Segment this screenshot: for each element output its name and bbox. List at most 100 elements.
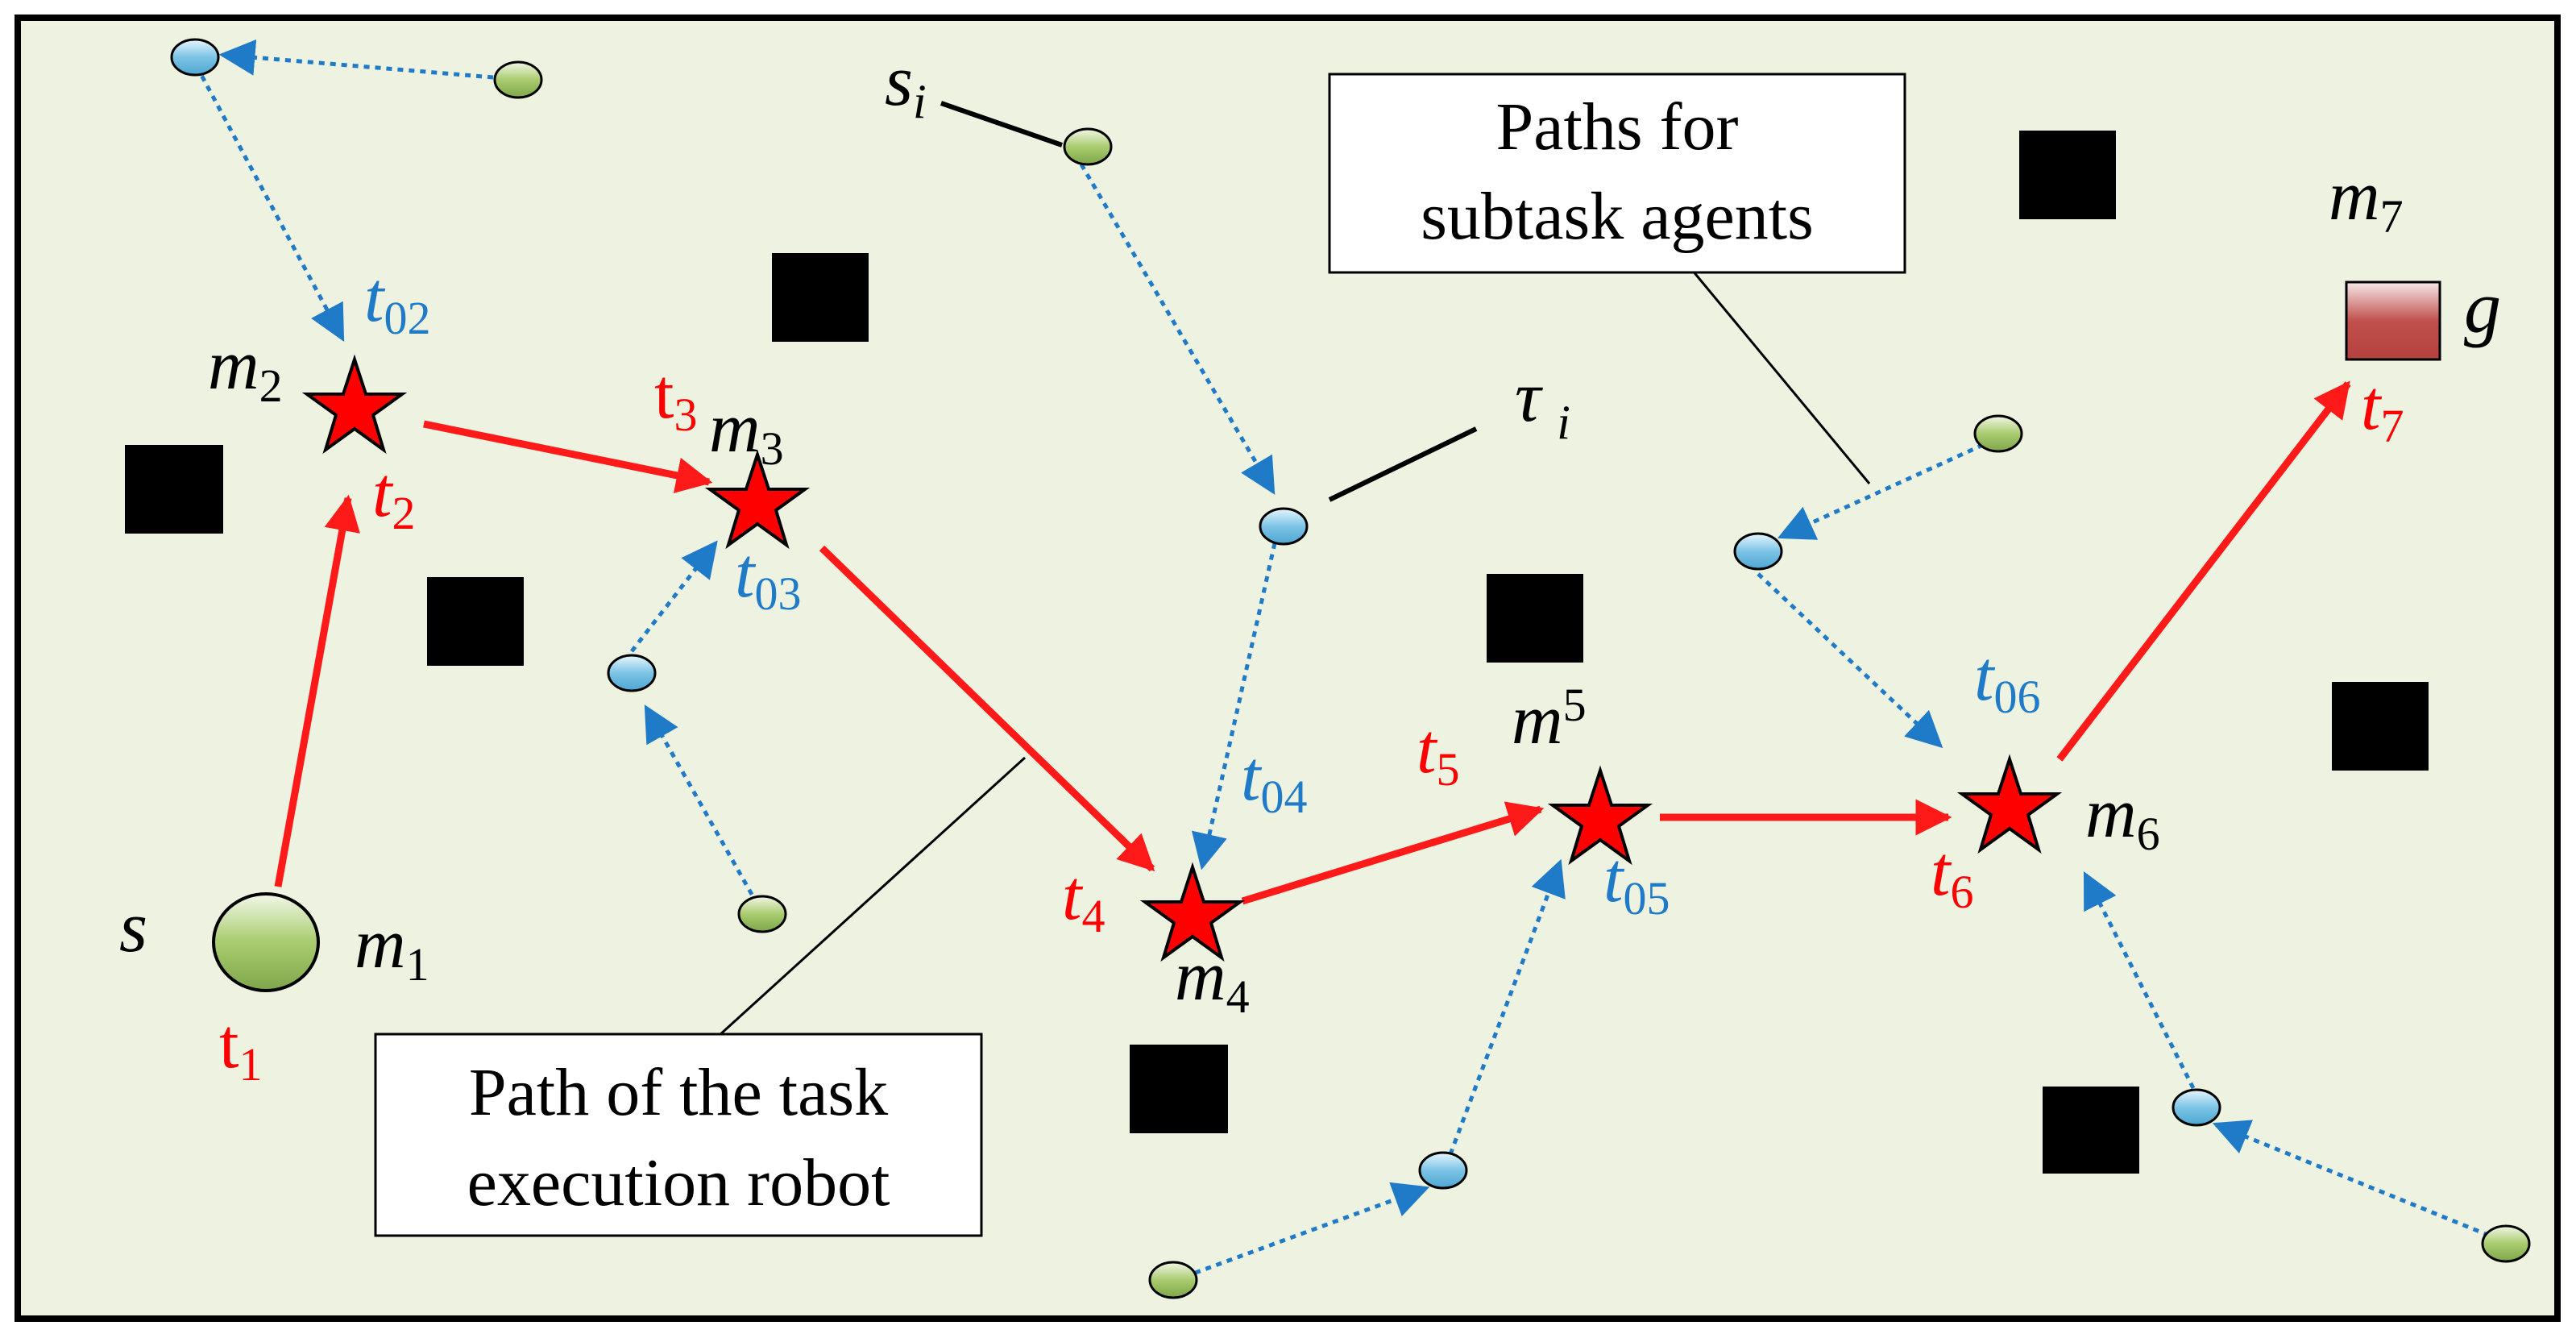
label-t5-sub: 5 xyxy=(1436,743,1459,796)
obstacle-icon xyxy=(1130,1045,1228,1133)
label-leaders xyxy=(940,101,1478,502)
start-icon xyxy=(212,892,320,992)
label-t3: t3 xyxy=(654,355,697,441)
label-m2: m2 xyxy=(208,326,283,412)
blue-node-icon xyxy=(1733,532,1783,571)
label-t7: t7 xyxy=(2361,367,2404,452)
robot-path-segment xyxy=(423,420,713,493)
label-t4-base: t xyxy=(1062,857,1084,935)
agent-path xyxy=(218,39,494,80)
blue-node-icon xyxy=(1418,1151,1468,1190)
subtask-callout-box xyxy=(1328,73,1906,274)
milestones xyxy=(301,354,2063,962)
s-i-leader xyxy=(940,101,1063,148)
label-m6-base: m xyxy=(2085,775,2137,853)
green-node-icon xyxy=(737,895,787,933)
star-icon xyxy=(1956,754,2063,854)
label-t1: t1 xyxy=(219,1005,262,1091)
star-icon xyxy=(704,449,811,550)
label-m7-base: m xyxy=(2329,157,2380,235)
label-t5: t5 xyxy=(1417,710,1459,796)
label-m7-sub: 7 xyxy=(2380,190,2404,243)
label-t02: t02 xyxy=(364,259,430,344)
green-node-icon xyxy=(1148,1261,1198,1299)
label-t3-sub: 3 xyxy=(674,389,697,441)
robot-callout-line-1: Path of the task xyxy=(469,1055,888,1130)
robot-path-segment xyxy=(819,545,1155,872)
label-m2-sub: 2 xyxy=(259,359,283,412)
robot-callout: Path of the task execution robot xyxy=(374,1033,983,1237)
label-t04: t04 xyxy=(1241,738,1307,823)
label-m3-base: m xyxy=(709,389,761,467)
label-t05-sub: 05 xyxy=(1623,872,1670,925)
agent-nodes xyxy=(170,38,2531,1299)
label-t4: t4 xyxy=(1062,857,1105,942)
label-t02-sub: 02 xyxy=(384,292,430,344)
obstacle-icon xyxy=(2043,1087,2139,1174)
blue-node-icon xyxy=(1259,507,1309,546)
label-m1-sub: 1 xyxy=(406,938,429,991)
label-t5-base: t xyxy=(1417,710,1438,788)
agent-path xyxy=(1757,572,1943,749)
label-t02-base: t xyxy=(364,259,386,337)
label-t4-sub: 4 xyxy=(1081,890,1105,942)
label-m3-sub: 3 xyxy=(761,422,784,475)
star-icon xyxy=(1139,862,1246,962)
obstacle-icon xyxy=(1487,574,1583,663)
obstacle-icon xyxy=(2332,682,2429,771)
green-node-icon xyxy=(1973,414,2023,453)
green-node-icon xyxy=(1063,127,1113,166)
subtask-callout-line-1: Paths for xyxy=(1496,89,1739,164)
label-t6-base: t xyxy=(1931,833,1952,911)
obstacle-icon xyxy=(2019,131,2116,219)
label-tau-i-sub: i xyxy=(1557,396,1570,449)
label-t1-base: t xyxy=(219,1005,239,1083)
agent-path xyxy=(1777,438,1995,540)
label-tau-i-base: τ xyxy=(1515,357,1543,437)
robot-path-segment xyxy=(274,494,360,887)
agent-path xyxy=(1079,163,1276,495)
label-t04-base: t xyxy=(1241,738,1263,816)
label-t6: t6 xyxy=(1931,833,1973,918)
label-t06-sub: 06 xyxy=(1993,671,2040,723)
robot-callout-box xyxy=(374,1033,983,1237)
label-m5-sub: 5 xyxy=(1563,679,1587,731)
agent-path xyxy=(1191,542,1277,871)
subtask-callout-line-2: subtask agents xyxy=(1421,179,1814,254)
callout-leaders xyxy=(717,269,1871,1037)
label-t03: t03 xyxy=(735,534,801,620)
label-s-i-sub: i xyxy=(913,75,927,128)
label-m5: m5 xyxy=(1512,679,1587,759)
label-m6: m6 xyxy=(2085,775,2160,860)
obstacles xyxy=(125,131,2429,1174)
label-m2-base: m xyxy=(208,326,259,405)
robot-path-segment xyxy=(1241,801,1545,905)
label-m6-sub: 6 xyxy=(2137,808,2160,860)
label-t1-sub: 1 xyxy=(239,1038,262,1091)
star-icon xyxy=(1547,765,1653,866)
label-t05-base: t xyxy=(1603,839,1625,917)
label-t05: t05 xyxy=(1603,839,1670,925)
label-t04-sub: 04 xyxy=(1260,771,1307,823)
obstacle-icon xyxy=(427,577,524,666)
label-m1-base: m xyxy=(355,905,406,983)
blue-node-icon xyxy=(170,38,220,77)
label-m5-base: m xyxy=(1512,681,1563,759)
label-t06-base: t xyxy=(1974,638,1996,716)
blue-node-icon xyxy=(607,654,657,692)
agent-path xyxy=(644,704,760,906)
label-t03-sub: 03 xyxy=(754,567,801,620)
robot-path-segment xyxy=(2056,380,2351,762)
label-t7-sub: 7 xyxy=(2380,400,2404,452)
green-node-icon xyxy=(493,60,543,99)
obstacle-icon xyxy=(772,253,869,342)
label-s-i-base: s xyxy=(885,41,913,121)
label-goal-g: g xyxy=(2464,266,2501,348)
label-t6-sub: 6 xyxy=(1950,866,1973,918)
blue-node-icon xyxy=(2172,1088,2221,1127)
subtask-callout: Paths for subtask agents xyxy=(1328,73,1906,274)
label-m3: m3 xyxy=(709,389,784,475)
label-t7-base: t xyxy=(2361,367,2383,445)
